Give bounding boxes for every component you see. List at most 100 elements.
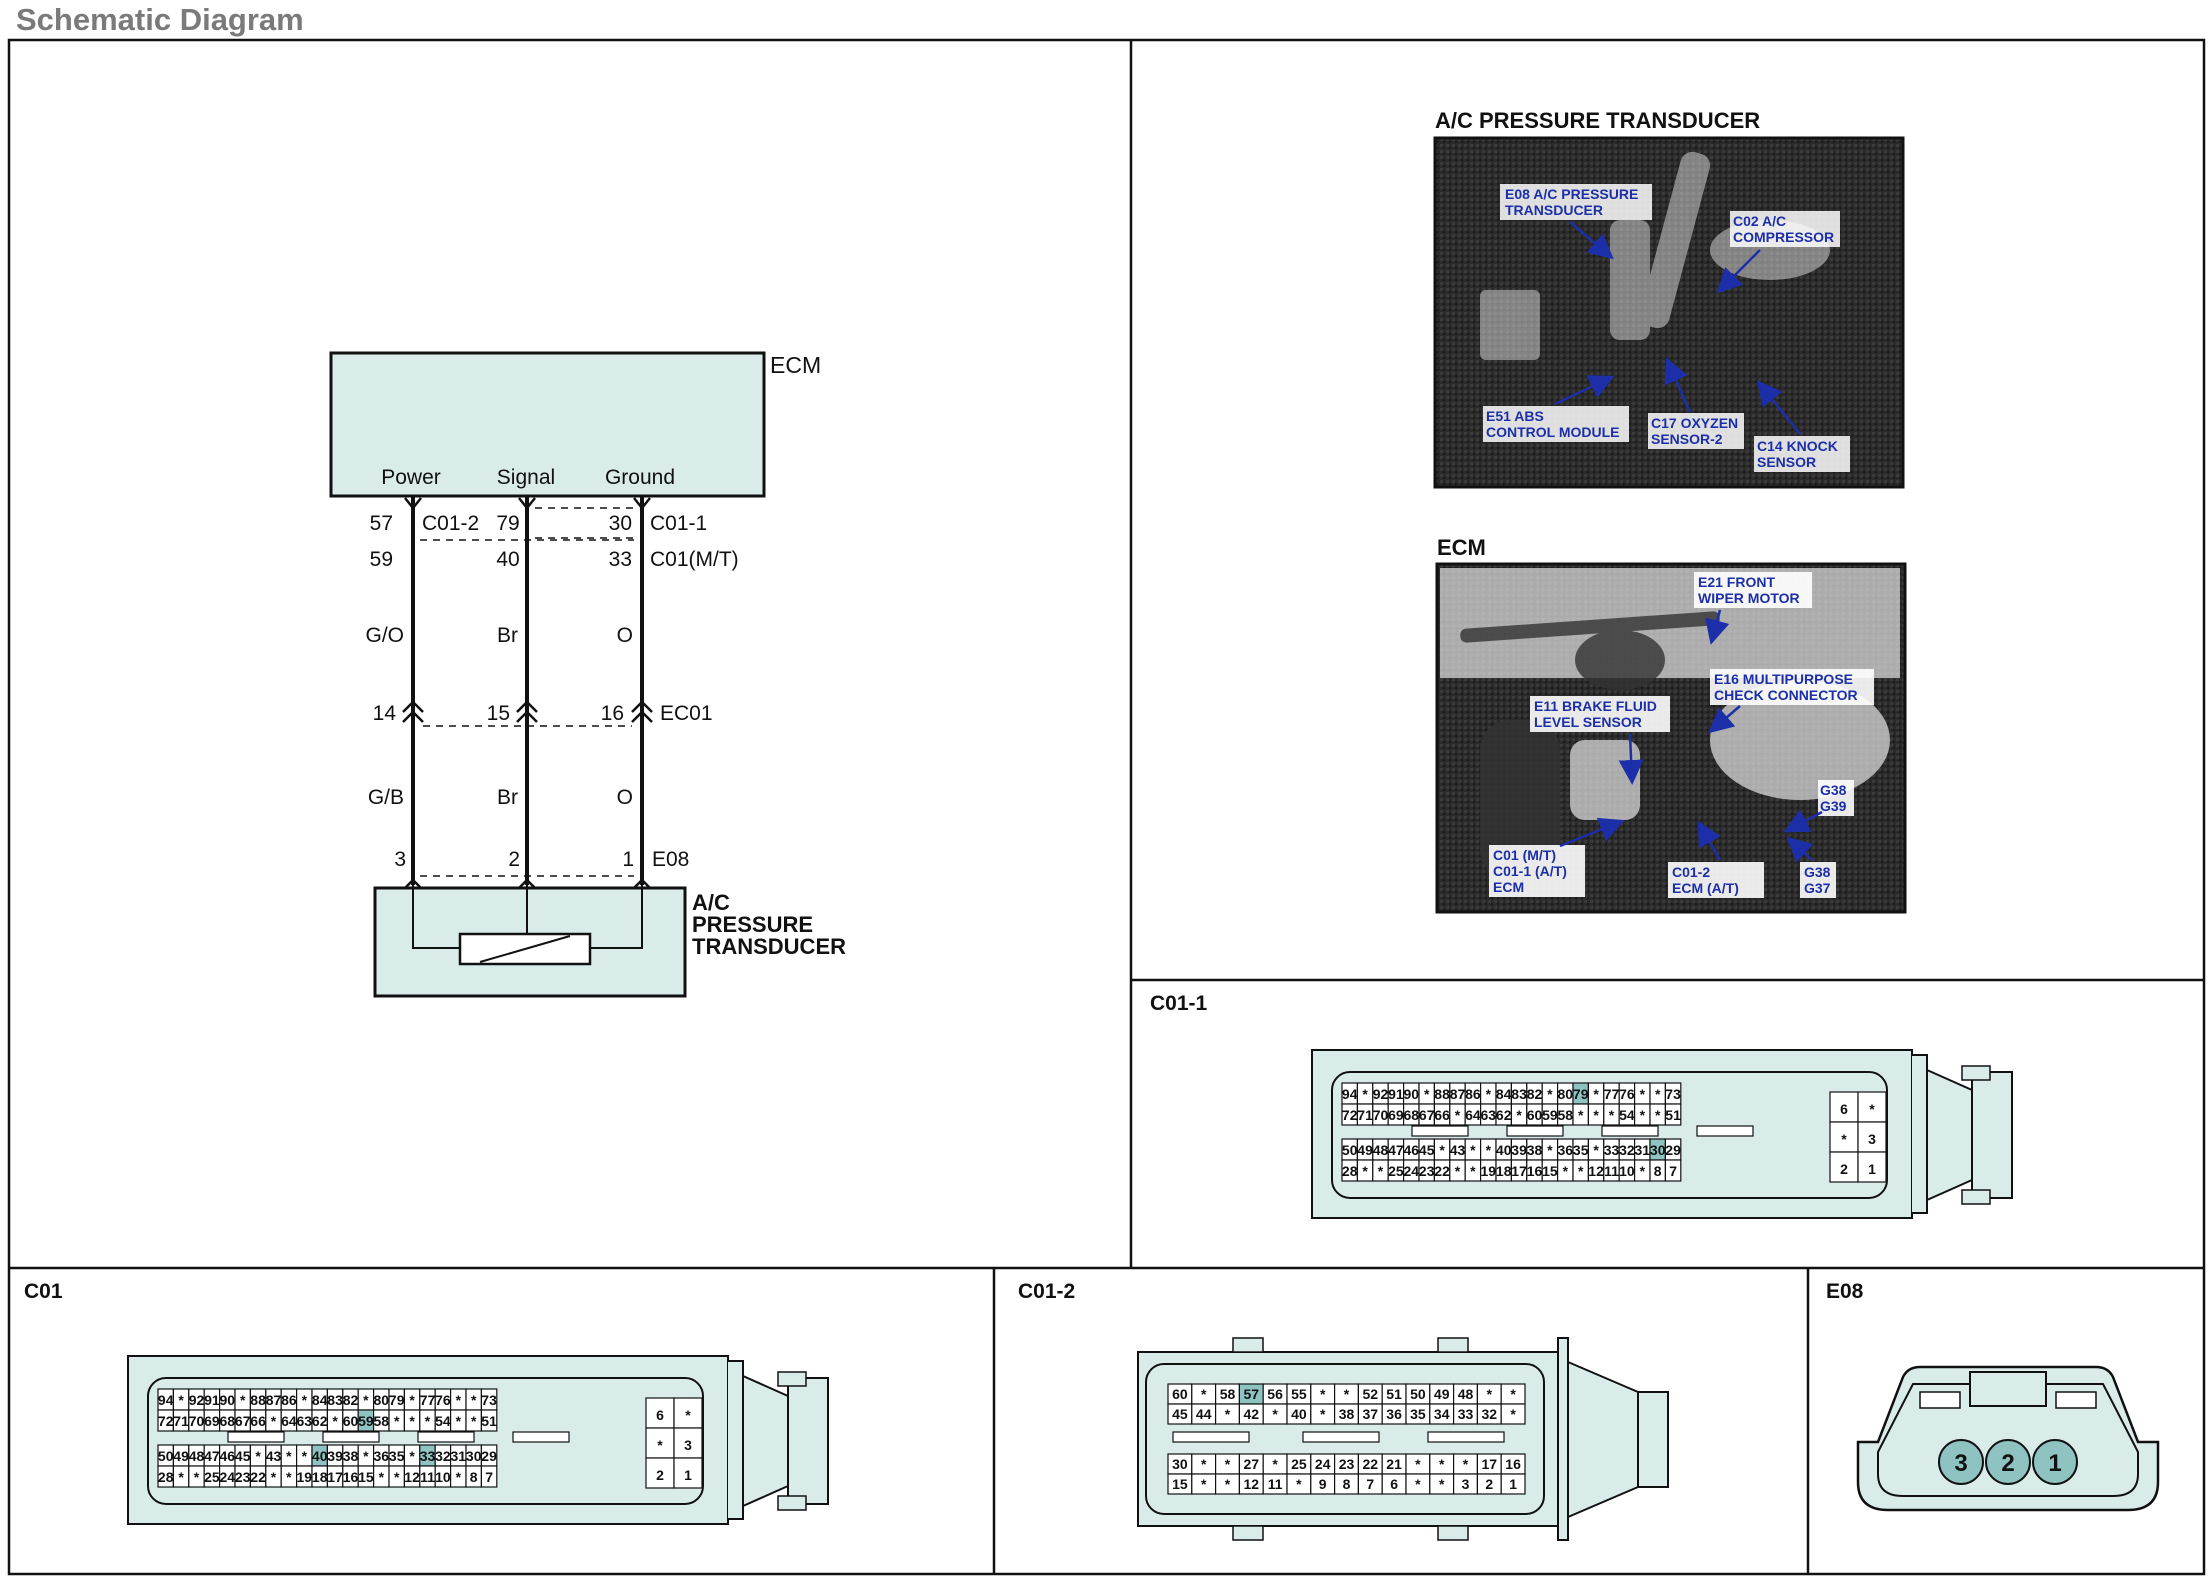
c01-pin-label: 43	[266, 1448, 282, 1464]
callout-e08-line2: TRANSDUCER	[1505, 202, 1603, 218]
c01-1-pin-label: *	[1362, 1086, 1368, 1102]
transducer-label-line3: TRANSDUCER	[692, 934, 846, 959]
c01-1-pin-label: *	[1640, 1086, 1646, 1102]
c01-side-label: 2	[656, 1467, 664, 1483]
callout-e16-line1: E16 MULTIPURPOSE	[1714, 671, 1853, 687]
c01-2-pin-label: *	[1201, 1456, 1207, 1472]
c01-side-label: *	[657, 1437, 663, 1453]
callout-e51-line1: E51 ABS	[1486, 408, 1544, 424]
callout-g37: G37	[1804, 880, 1831, 896]
c01-side-label: 3	[684, 1437, 692, 1453]
pin-c01-2-signal: 79	[496, 512, 519, 535]
c01-pin-label: *	[271, 1469, 277, 1485]
c01-2-pin-label: *	[1320, 1386, 1326, 1402]
c01-side-label: 1	[684, 1467, 692, 1483]
c01-2-pin-label: 36	[1386, 1406, 1402, 1422]
ecm-label: ECM	[770, 352, 821, 378]
c01-pin-label: *	[302, 1448, 308, 1464]
c01-pin-label: 30	[466, 1448, 482, 1464]
c01-pin-label: 47	[204, 1448, 220, 1464]
connector-c01-1-label: C01-1	[650, 512, 707, 535]
c01-2-pin-label: 35	[1410, 1406, 1426, 1422]
c01-2-pin-label: *	[1415, 1456, 1421, 1472]
c01-1-pin-label: 10	[1619, 1163, 1635, 1179]
c01-2-pin-label: *	[1272, 1406, 1278, 1422]
c01-pin-label: 46	[220, 1448, 236, 1464]
panel-c01-2-title: C01-2	[1018, 1280, 1075, 1303]
c01-pin-label: 69	[204, 1413, 220, 1429]
callout-c14-line2: SENSOR	[1757, 454, 1816, 470]
c01-pin-label: 90	[220, 1392, 236, 1408]
c01-1-pin-label: 76	[1619, 1086, 1635, 1102]
c01-pin-label: *	[286, 1448, 292, 1464]
c01-1-pin-label: 66	[1434, 1107, 1450, 1123]
c01-pin-label: 23	[235, 1469, 251, 1485]
page-title: Schematic Diagram	[16, 2, 304, 37]
callout-e21-line2: WIPER MOTOR	[1698, 590, 1800, 606]
c01-1-pin-label: 59	[1542, 1107, 1558, 1123]
e08-pin	[2032, 1439, 2078, 1485]
c01-2-pin-label: 12	[1244, 1476, 1260, 1492]
c01-pin-label: *	[302, 1392, 308, 1408]
c01-1-pin-label: 92	[1373, 1086, 1389, 1102]
c01-side-cell	[673, 1397, 703, 1429]
e08-pin	[1938, 1439, 1984, 1485]
c01-pin-label: 32	[435, 1448, 451, 1464]
e08-pin-label: 1	[2048, 1450, 2061, 1477]
c01-1-pin-label: *	[1640, 1107, 1646, 1123]
c01-pin-label: 77	[420, 1392, 436, 1408]
c01-1-pin-label: 32	[1619, 1142, 1635, 1158]
callout-e16-line2: CHECK CONNECTOR	[1714, 687, 1858, 703]
c01-pin-label: 39	[327, 1448, 343, 1464]
c01-pin-label: 58	[374, 1413, 390, 1429]
c01-pin-label: 16	[343, 1469, 359, 1485]
c01-pin-label: *	[178, 1392, 184, 1408]
c01-1-pin-label: 91	[1388, 1086, 1404, 1102]
c01-side-label: 6	[656, 1407, 664, 1423]
c01-2-pin-label: 24	[1315, 1456, 1331, 1472]
c01-2-pin-label: 7	[1366, 1476, 1374, 1492]
callout-c01-ecm: ECM	[1493, 879, 1524, 895]
c01-1-pin-label: 60	[1527, 1107, 1543, 1123]
c01-pin-label: 60	[343, 1413, 359, 1429]
callout-g38-top: G38	[1820, 782, 1847, 798]
c01-pin-label: *	[363, 1392, 369, 1408]
c01-2-pin-label: 55	[1291, 1386, 1307, 1402]
c01-1-side-cell	[1829, 1151, 1859, 1183]
c01-1-pin-label: 31	[1635, 1142, 1651, 1158]
c01-pin-label: 62	[312, 1413, 328, 1429]
c01-pin-label: 8	[470, 1469, 478, 1485]
e08-pin-label: 3	[1954, 1450, 1967, 1477]
wiring-schematic: ECM Power Signal Ground 57 C01-2 79 30 C…	[329, 351, 846, 998]
c01-2-pin-label: 1	[1509, 1476, 1517, 1492]
connector-e08-label: E08	[652, 848, 689, 871]
c01-pin-label: 54	[435, 1413, 451, 1429]
c01-pin-label: 94	[158, 1392, 174, 1408]
c01-pin-label: 48	[189, 1448, 205, 1464]
c01-pin-label: 83	[327, 1392, 343, 1408]
c01-2-pin-label: *	[1439, 1456, 1445, 1472]
c01-pin-label: 70	[189, 1413, 205, 1429]
c01-pin-label: 40	[312, 1448, 328, 1464]
c01-1-pin-label: *	[1455, 1107, 1461, 1123]
c01-1-pin-label: *	[1640, 1163, 1646, 1179]
connector-ec01-label: EC01	[660, 702, 713, 725]
c01-2-pin-label: *	[1225, 1406, 1231, 1422]
photo-ecm: ECM E21 FRONT WIPER MOTOR E16 MULTIPURPO…	[1435, 535, 1907, 914]
c01-2-pin-label: *	[1344, 1386, 1350, 1402]
c01-1-pin-label: *	[1593, 1107, 1599, 1123]
c01-1-pin-cell	[1664, 1103, 1682, 1126]
pin-header-power: Power	[381, 466, 441, 489]
c01-pin-label: *	[394, 1413, 400, 1429]
c01-pin-label: 59	[358, 1413, 374, 1429]
pin-ec01-signal: 15	[487, 702, 510, 725]
c01-2-pin-label: 27	[1244, 1456, 1260, 1472]
c01-pin-label: 22	[250, 1469, 266, 1485]
c01-pin-label: 86	[281, 1392, 297, 1408]
c01-1-pin-label: 71	[1357, 1107, 1373, 1123]
c01-1-pin-label: 70	[1373, 1107, 1389, 1123]
c01-2-pin-label: 25	[1291, 1456, 1307, 1472]
